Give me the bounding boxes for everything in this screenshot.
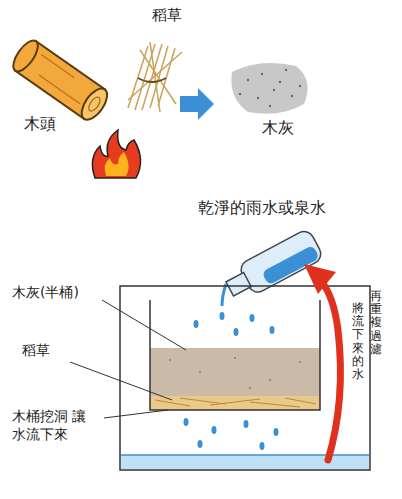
text-label: 木頭 xyxy=(24,114,56,134)
repeat-arrowhead xyxy=(304,264,336,294)
leader-lines xyxy=(70,300,186,418)
vertical-note: 再重複過濾 xyxy=(370,290,382,356)
text-label: 木桶挖洞 讓水流下來 xyxy=(12,408,94,443)
vertical-note: 將流下來的水 xyxy=(352,302,364,381)
straw-strands xyxy=(155,398,316,407)
ash-pile xyxy=(231,63,307,114)
text-label: 木灰(半桶) xyxy=(12,284,79,302)
ash-dots xyxy=(169,357,301,389)
text-label: 木灰 xyxy=(262,118,294,138)
water-drops xyxy=(184,312,279,450)
straw-bundle xyxy=(128,42,182,112)
log-drawing xyxy=(9,37,112,124)
process-arrow xyxy=(180,88,214,120)
text-label: 乾淨的雨水或泉水 xyxy=(198,198,326,218)
bucket-outline xyxy=(150,300,320,410)
fire-drawing xyxy=(92,130,140,178)
text-label: 稻草 xyxy=(22,342,50,360)
ash-layer xyxy=(150,348,320,396)
text-label: 稻草 xyxy=(152,6,182,25)
water-stream xyxy=(222,284,226,306)
repeat-arrow xyxy=(322,282,340,460)
straw-layer xyxy=(150,396,320,410)
